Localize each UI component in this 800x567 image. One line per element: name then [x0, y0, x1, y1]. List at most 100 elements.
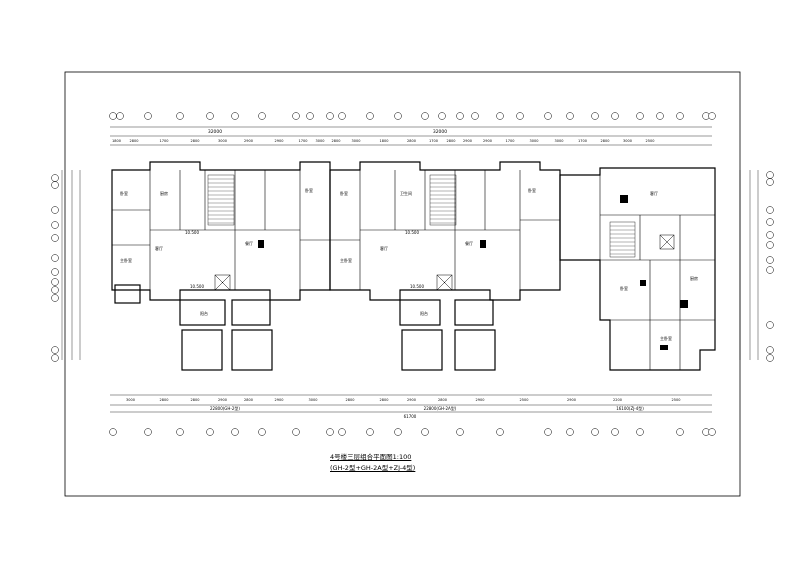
dimension-value: 2500 [646, 139, 655, 143]
room-label: 餐厅 [245, 240, 253, 246]
axis-bubble [496, 428, 504, 436]
dimension-value: 1700 [299, 139, 308, 143]
axis-bubble [544, 428, 552, 436]
top-dimension-lines [110, 126, 712, 146]
bottom-sub-mid: 22800(GH-2A型) [424, 405, 457, 411]
dimension-value: 2900 [407, 398, 416, 402]
dimension-value: 3000 [316, 139, 325, 143]
axis-bubble [326, 428, 334, 436]
level-mark: 10.500 [405, 230, 419, 235]
room-labels: 卧室 厨房 客厅 主卧室 餐厅 卧室 阳台 卧室 客厅 主卧室 卫生间 餐厅 卧… [120, 187, 698, 341]
axis-bubble [366, 428, 374, 436]
stairs [207, 174, 636, 258]
dimension-value: 2800 [601, 139, 610, 143]
axis-bubble [51, 174, 59, 182]
axis-bubble [258, 112, 266, 120]
dimension-value: 1800 [112, 139, 121, 143]
axis-bubble [51, 181, 59, 189]
dimension-value: 2800 [160, 398, 169, 402]
axis-bubble [292, 428, 300, 436]
dimension-value: 2800 [407, 139, 416, 143]
drawing-title: 4号楼三层组合平面图1:100 (GH-2型+GH-2A型+ZJ-4型) [330, 452, 470, 474]
axis-bubble [456, 112, 464, 120]
dimension-value: 3000 [530, 139, 539, 143]
room-label: 餐厅 [465, 240, 473, 246]
room-label: 卧室 [620, 285, 628, 291]
bottom-total: 61700 [404, 414, 417, 419]
dimension-value: 2200 [613, 398, 622, 402]
room-label: 主卧室 [340, 257, 352, 263]
axis-bubble [766, 206, 774, 214]
axis-bubble [258, 428, 266, 436]
room-label: 卧室 [340, 190, 348, 196]
level-mark: 10.500 [410, 284, 424, 289]
axis-bubble [206, 112, 214, 120]
axis-bubble [338, 428, 346, 436]
bottom-axis-bubbles [109, 428, 716, 436]
axis-bubble [766, 241, 774, 249]
dimension-value: 2900 [218, 398, 227, 402]
axis-bubble [116, 112, 124, 120]
top-axis-bubbles [109, 112, 716, 120]
dimension-value: 2900 [244, 139, 253, 143]
building-walls [111, 161, 716, 371]
dimension-value: 1700 [429, 139, 438, 143]
bottom-dimension-lines [110, 394, 712, 413]
axis-bubble [496, 112, 504, 120]
axis-bubble [366, 112, 374, 120]
axis-bubble [766, 256, 774, 264]
dimension-value: 1700 [506, 139, 515, 143]
axis-bubble [676, 112, 684, 120]
dimension-value: 3000 [126, 398, 135, 402]
axis-bubble [51, 221, 59, 229]
room-label: 客厅 [380, 245, 388, 251]
right-axis-bubbles [766, 171, 774, 362]
axis-bubble [766, 178, 774, 186]
dimension-value: 3000 [309, 398, 318, 402]
top-dimension-text: 1800 2800 1700 2800 3000 2900 2900 1700 3000 2800… [112, 139, 654, 143]
axis-bubble [306, 112, 314, 120]
interior-partitions [112, 170, 715, 370]
dimension-value: 1800 [380, 139, 389, 143]
axis-bubble [109, 112, 117, 120]
axis-bubble [51, 294, 59, 302]
axis-bubble [51, 354, 59, 362]
axis-bubble [766, 171, 774, 179]
axis-bubble [656, 112, 664, 120]
level-mark: 10.500 [190, 284, 204, 289]
axis-bubble [176, 112, 184, 120]
axis-bubble [611, 428, 619, 436]
room-label: 卧室 [305, 187, 313, 193]
drawing-title-line1: 4号楼三层组合平面图1:100 [330, 453, 412, 461]
dimension-value: 2800 [332, 139, 341, 143]
drawing-title-line2: (GH-2型+GH-2A型+ZJ-4型) [330, 464, 416, 472]
dimension-value: 2800 [447, 139, 456, 143]
axis-bubble [766, 321, 774, 329]
axis-bubble [516, 112, 524, 120]
dimension-value: 2900 [463, 139, 472, 143]
dimension-value: 3000 [218, 139, 227, 143]
axis-bubble [766, 218, 774, 226]
axis-bubble [51, 234, 59, 242]
dimension-value: 2800 [130, 139, 139, 143]
room-label: 阳台 [420, 310, 428, 316]
axis-bubble [676, 428, 684, 436]
dimension-value: 2800 [346, 398, 355, 402]
room-label: 厨房 [690, 275, 698, 281]
axis-bubble [51, 346, 59, 354]
axis-bubble [144, 112, 152, 120]
axis-bubble [544, 112, 552, 120]
axis-bubble [766, 266, 774, 274]
room-label: 主卧室 [660, 335, 672, 341]
axis-bubble [51, 286, 59, 294]
bottom-sub-left: 22800(GH-2型) [210, 405, 240, 411]
axis-bubble [51, 268, 59, 276]
dimension-value: 2800 [244, 398, 253, 402]
axis-bubble [708, 112, 716, 120]
dimension-value: 2500 [672, 398, 681, 402]
dimension-value: 2800 [380, 398, 389, 402]
top-total-right: 32000 [433, 129, 447, 135]
axis-bubble [471, 112, 479, 120]
room-label: 客厅 [650, 190, 658, 196]
